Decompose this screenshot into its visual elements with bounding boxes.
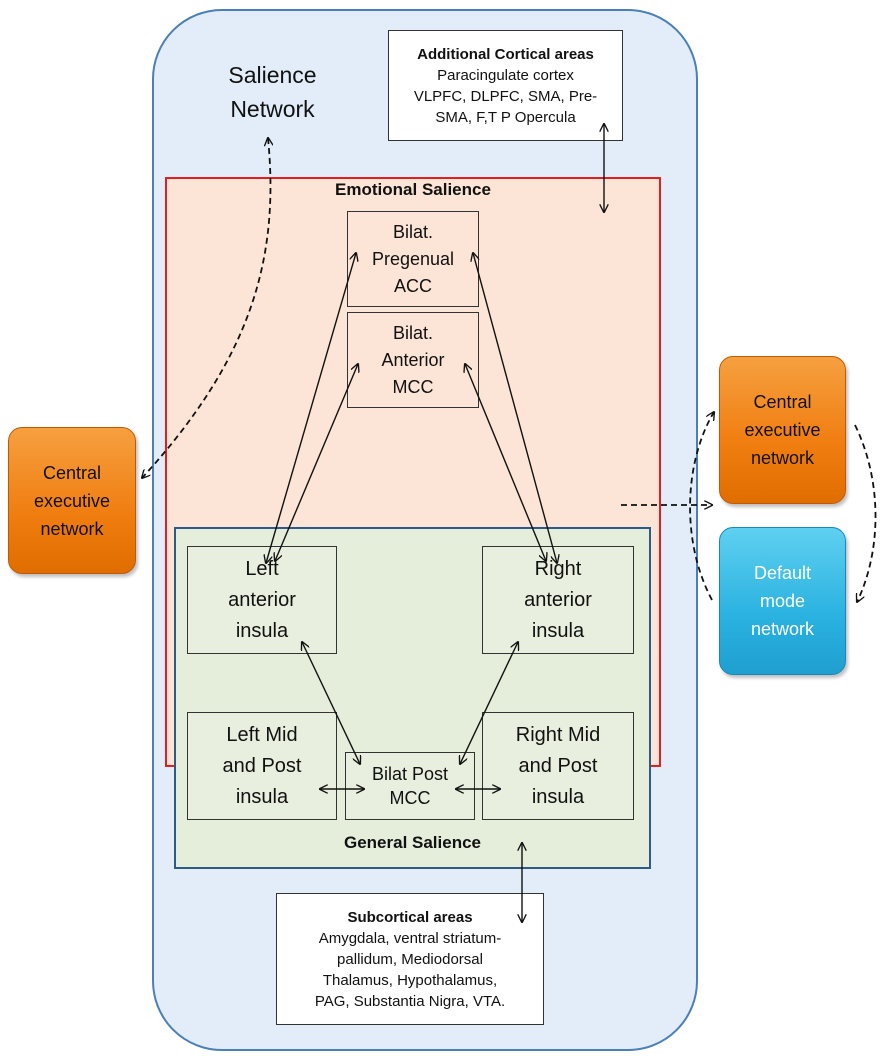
arrow-cen-to-dmn [854,424,877,602]
arrow-salience-cen-left [142,138,270,478]
additional-cortical-areas-box: Additional Cortical areas Paracingulate … [388,30,623,141]
subcortical-heading: Subcortical areas [347,908,473,926]
default-mode-network: Default mode network [719,527,846,675]
arrow-pacc-left-ai [266,253,356,563]
emotional-salience-title: Emotional Salience [335,180,491,199]
general-salience-title: General Salience [343,833,482,852]
arrow-left-ai-pmcc [302,642,360,764]
arrow-amcc-left-ai [275,364,358,561]
arrow-amcc-right-ai [465,364,546,561]
arrow-right-ai-pmcc [460,642,518,764]
subcortical-areas-box: Subcortical areas Amygdala, ventral stri… [276,893,544,1025]
arrow-pacc-right-ai [473,253,557,563]
central-executive-network-right: Central executive network [719,356,846,504]
arrow-dmn-to-cen [689,412,714,601]
additional-cortical-heading: Additional Cortical areas [417,45,594,63]
post-mcc-box: Bilat Post MCC [345,752,475,820]
salience-network-title: Salience Network [228,62,317,122]
anterior-mcc-box: Bilat. Anterior MCC [347,312,479,408]
pregenual-acc-box: Bilat. Pregenual ACC [347,211,479,307]
central-executive-network-left: Central executive network [8,427,136,574]
